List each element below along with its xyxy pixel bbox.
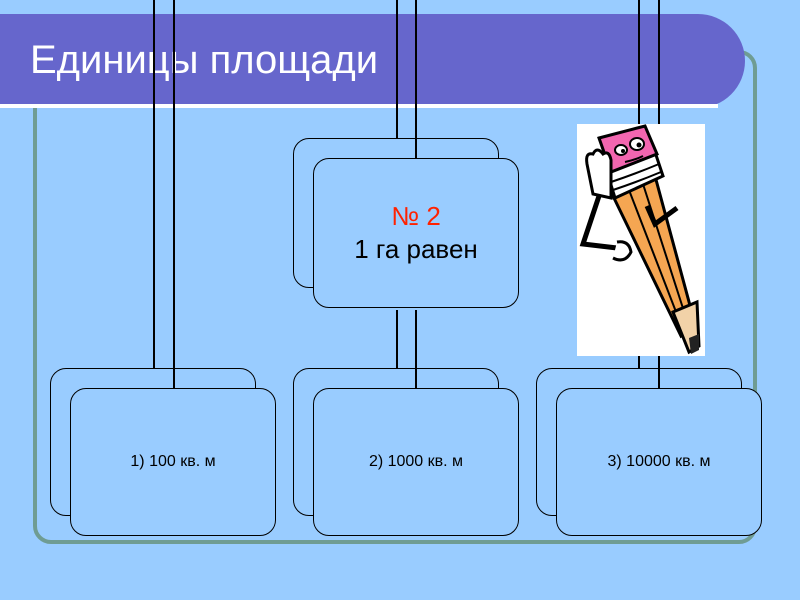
title-bar: [0, 14, 745, 108]
slide-title: Единицы площади: [30, 38, 379, 82]
question-number: № 2: [391, 201, 441, 231]
question-text: 1 га равен: [354, 234, 478, 264]
title-underline: [0, 104, 718, 108]
answer-label: 1) 100 кв. м: [130, 453, 216, 470]
answer-option-1[interactable]: 1) 100 кв. м: [70, 388, 276, 536]
answer-option-3[interactable]: 3) 10000 кв. м: [556, 388, 762, 536]
answer-label: 2) 1000 кв. м: [368, 453, 464, 470]
answer-label: 3) 10000 кв. м: [607, 453, 711, 470]
pencil-character-icon: [577, 124, 705, 356]
answer-option-2[interactable]: 2) 1000 кв. м: [313, 388, 519, 536]
question-box: № 2 1 га равен: [313, 158, 519, 308]
